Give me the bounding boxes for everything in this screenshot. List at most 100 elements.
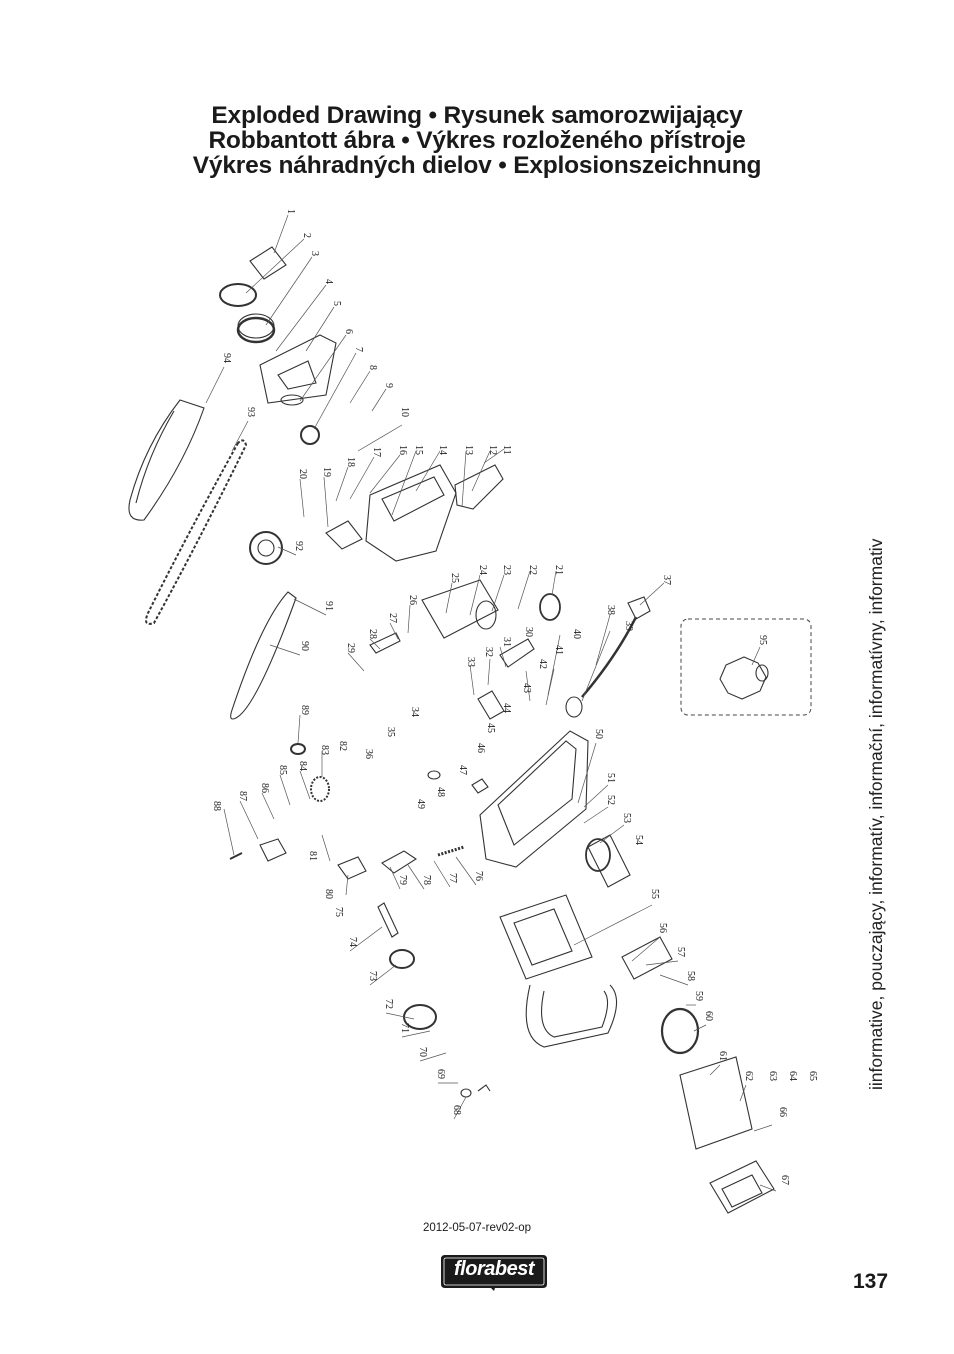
part-label-61: 61 bbox=[717, 1051, 728, 1061]
part-label-31: 31 bbox=[501, 637, 512, 647]
part-label-6: 6 bbox=[343, 329, 354, 334]
part-label-58: 58 bbox=[685, 971, 696, 981]
part-label-76: 76 bbox=[473, 871, 484, 881]
part-label-70: 70 bbox=[417, 1047, 428, 1057]
part-label-67: 67 bbox=[779, 1175, 790, 1185]
part-label-25: 25 bbox=[449, 573, 460, 583]
part-label-52: 52 bbox=[605, 795, 616, 805]
part-label-23: 23 bbox=[501, 565, 512, 575]
part-label-5: 5 bbox=[331, 301, 342, 306]
part-label-38: 38 bbox=[605, 605, 616, 615]
title-line-2: Robbantott ábra • Výkres rozloženého pří… bbox=[208, 127, 746, 154]
part-label-84: 84 bbox=[297, 761, 308, 771]
page-title: Exploded Drawing • Rysunek samorozwijają… bbox=[0, 103, 954, 178]
part-label-29: 29 bbox=[345, 643, 356, 653]
part-label-12: 12 bbox=[487, 445, 498, 455]
part-label-60: 60 bbox=[703, 1011, 714, 1021]
part-label-11: 11 bbox=[501, 445, 512, 455]
part-label-10: 10 bbox=[399, 407, 410, 417]
part-label-90: 90 bbox=[299, 641, 310, 651]
part-label-2: 2 bbox=[301, 233, 312, 238]
part-label-28: 28 bbox=[367, 629, 378, 639]
part-label-26: 26 bbox=[407, 595, 418, 605]
part-label-71: 71 bbox=[399, 1023, 410, 1033]
page-number: 137 bbox=[853, 1270, 889, 1293]
part-label-7: 7 bbox=[353, 347, 364, 352]
part-label-49: 49 bbox=[415, 799, 426, 809]
part-label-55: 55 bbox=[649, 889, 660, 899]
part-label-34: 34 bbox=[409, 707, 420, 717]
part-label-89: 89 bbox=[299, 705, 310, 715]
part-label-73: 73 bbox=[367, 971, 378, 981]
part-number-labels: 1 2 3 4 5 6 7 8 9 10 11 12 13 14 15 16 1… bbox=[211, 209, 818, 1185]
part-label-43: 43 bbox=[521, 683, 532, 693]
part-label-72: 72 bbox=[383, 999, 394, 1009]
part-label-36: 36 bbox=[363, 749, 374, 759]
part-label-18: 18 bbox=[345, 457, 356, 467]
logo-badge-icon bbox=[441, 1255, 547, 1291]
part-label-4: 4 bbox=[323, 279, 334, 284]
part-label-87: 87 bbox=[237, 791, 248, 801]
part-label-59: 59 bbox=[693, 991, 704, 1001]
part-label-64: 64 bbox=[787, 1071, 798, 1081]
part-label-57: 57 bbox=[675, 947, 686, 957]
part-label-85: 85 bbox=[277, 765, 288, 775]
part-label-39: 39 bbox=[623, 621, 634, 631]
part-label-88: 88 bbox=[211, 801, 222, 811]
florabest-logo: florabest bbox=[439, 1253, 549, 1291]
part-label-30: 30 bbox=[523, 627, 534, 637]
part-label-45: 45 bbox=[485, 723, 496, 733]
part-label-65: 65 bbox=[807, 1071, 818, 1081]
part-shapes bbox=[128, 246, 775, 1214]
part-label-33: 33 bbox=[465, 657, 476, 667]
part-label-53: 53 bbox=[621, 813, 632, 823]
part-label-95: 95 bbox=[757, 635, 768, 645]
accessory-box: 95 bbox=[680, 618, 812, 716]
part-label-8: 8 bbox=[367, 365, 378, 370]
part-label-9: 9 bbox=[383, 383, 394, 388]
part-label-77: 77 bbox=[447, 873, 458, 883]
part-label-56: 56 bbox=[657, 923, 668, 933]
part-label-68: 68 bbox=[451, 1105, 462, 1115]
part-label-32: 32 bbox=[483, 647, 494, 657]
part-label-41: 41 bbox=[553, 645, 564, 655]
part-label-66: 66 bbox=[777, 1107, 788, 1117]
revision-code: 2012-05-07-rev02-op bbox=[422, 1222, 532, 1234]
part-label-27: 27 bbox=[387, 613, 398, 623]
part-label-14: 14 bbox=[437, 445, 448, 455]
part-label-94: 94 bbox=[221, 353, 232, 363]
part-label-40: 40 bbox=[571, 629, 582, 639]
part-label-63: 63 bbox=[767, 1071, 778, 1081]
part-label-37: 37 bbox=[661, 575, 672, 585]
exploded-drawing: 1 2 3 4 5 6 7 8 9 10 11 12 13 14 15 16 1… bbox=[128, 209, 818, 1214]
title-line-3: Výkres náhradných dielov • Explosionszei… bbox=[192, 152, 762, 179]
part-label-1: 1 bbox=[285, 209, 296, 214]
part-label-91: 91 bbox=[323, 601, 334, 611]
part-label-92: 92 bbox=[293, 541, 304, 551]
brand-name: florabest bbox=[454, 1258, 534, 1280]
part-label-82: 82 bbox=[337, 741, 348, 751]
part-label-13: 13 bbox=[463, 445, 474, 455]
title-line-1: Exploded Drawing • Rysunek samorozwijają… bbox=[211, 102, 743, 129]
part-label-80: 80 bbox=[323, 889, 334, 899]
leader-lines bbox=[205, 214, 777, 1192]
part-label-16: 16 bbox=[397, 445, 408, 455]
part-label-46: 46 bbox=[475, 743, 486, 753]
informative-note: iinformative, pouczający, informatív, in… bbox=[866, 538, 886, 1090]
part-label-50: 50 bbox=[593, 729, 604, 739]
part-label-79: 79 bbox=[397, 875, 408, 885]
part-label-42: 42 bbox=[537, 659, 548, 669]
part-label-93: 93 bbox=[245, 407, 256, 417]
part-label-48: 48 bbox=[435, 787, 446, 797]
part-label-47: 47 bbox=[457, 765, 468, 775]
part-label-15: 15 bbox=[413, 445, 424, 455]
part-label-21: 21 bbox=[553, 565, 564, 575]
part-label-86: 86 bbox=[259, 783, 270, 793]
part-label-75: 75 bbox=[333, 907, 344, 917]
part-label-81: 81 bbox=[307, 851, 318, 861]
part-label-3: 3 bbox=[309, 251, 320, 256]
part-label-22: 22 bbox=[527, 565, 538, 575]
part-label-83: 83 bbox=[319, 745, 330, 755]
part-label-20: 20 bbox=[297, 469, 308, 479]
part-label-24: 24 bbox=[477, 565, 488, 575]
